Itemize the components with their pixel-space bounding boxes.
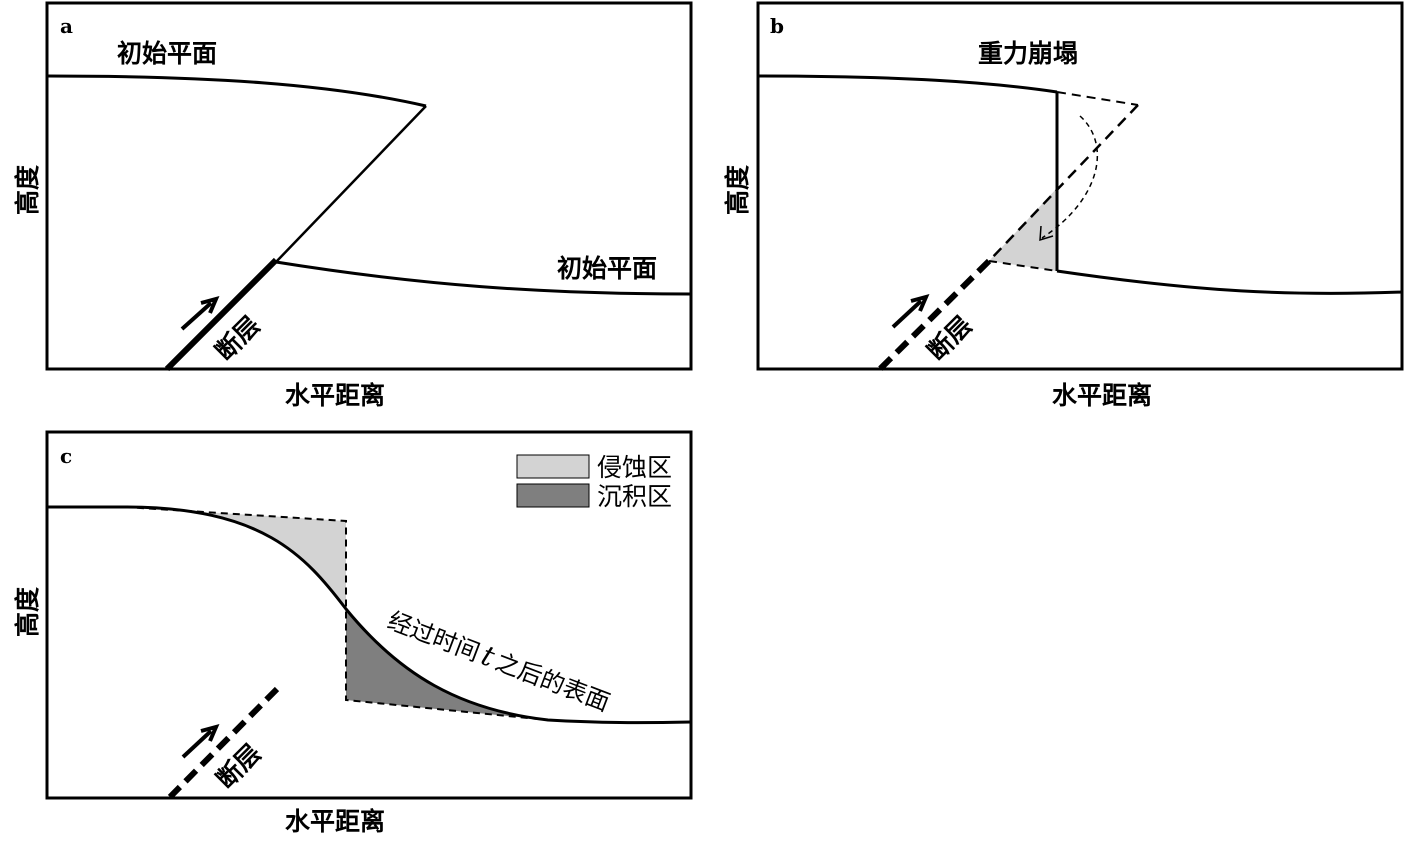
panel-a: a 初始平面 初始平面 断层 高度 水平距离 (13, 1, 693, 410)
panel-a-frame (45, 1, 693, 371)
panel-c-deposition-region (346, 609, 548, 720)
panel-c-curve-label-post: 之后的表面 (491, 648, 613, 717)
panel-c-evolved-surface (47, 505, 692, 725)
panel-b-upper-surface (757, 74, 1058, 94)
panel-c-frame (45, 430, 693, 800)
panel-b-original-base-dashed (988, 260, 1058, 272)
panel-c-legend: 侵蚀区 沉积区 (516, 453, 672, 511)
panel-b-fault-line (877, 258, 992, 372)
legend-swatch-erosion (516, 454, 590, 479)
panel-c-erosion-region (125, 507, 346, 609)
panel-b-collapse-wedge (989, 188, 1057, 271)
panel-b-ylabel: 高度 (723, 165, 752, 215)
panel-c-slip-arrow-icon (181, 724, 220, 759)
panel-b-title: 重力崩塌 (978, 39, 1078, 68)
panel-c-ylabel: 高度 (13, 587, 42, 637)
legend-label-deposition: 沉积区 (597, 482, 672, 511)
panel-a-ylabel: 高度 (13, 165, 42, 215)
panel-a-fault-scarp-face (275, 105, 427, 263)
panel-b-collapse-arrow-icon (1039, 115, 1099, 242)
panel-a-lower-initial-surface (275, 260, 692, 296)
panel-b-xlabel: 水平距离 (1052, 381, 1152, 410)
panel-a-fault-line (164, 257, 279, 372)
panel-b-slip-arrow-icon (891, 294, 930, 329)
panel-b-label: b (770, 14, 784, 38)
panel-c-curve-label-pre: 经过时间 (384, 606, 484, 667)
panel-c-fault-line (167, 686, 280, 800)
panel-a-label: a (60, 14, 73, 38)
panel-b-lower-surface (1056, 269, 1403, 295)
panel-b-frame (756, 1, 1404, 371)
panel-c-label: c (60, 444, 72, 468)
legend-label-erosion: 侵蚀区 (597, 453, 672, 482)
panel-c-original-profile-dashed (124, 506, 549, 721)
panel-a-slip-arrow-icon (180, 296, 220, 331)
panel-b-original-top-dashed (1056, 91, 1139, 106)
panel-b: b 重力崩塌 断层 高度 水平距离 (723, 1, 1404, 410)
panel-c-xlabel: 水平距离 (285, 807, 385, 836)
panel-c: c 断层 经过时间t之后的表面 侵蚀区 沉积区 高度 水平距离 (13, 430, 693, 836)
panel-a-upper-surface-label: 初始平面 (117, 39, 217, 68)
panel-a-lower-surface-label: 初始平面 (557, 254, 657, 283)
legend-swatch-deposition (516, 483, 590, 508)
panel-b-original-face-dashed (988, 104, 1139, 262)
panel-a-xlabel: 水平距离 (285, 381, 385, 410)
panel-a-upper-initial-surface (46, 74, 427, 108)
